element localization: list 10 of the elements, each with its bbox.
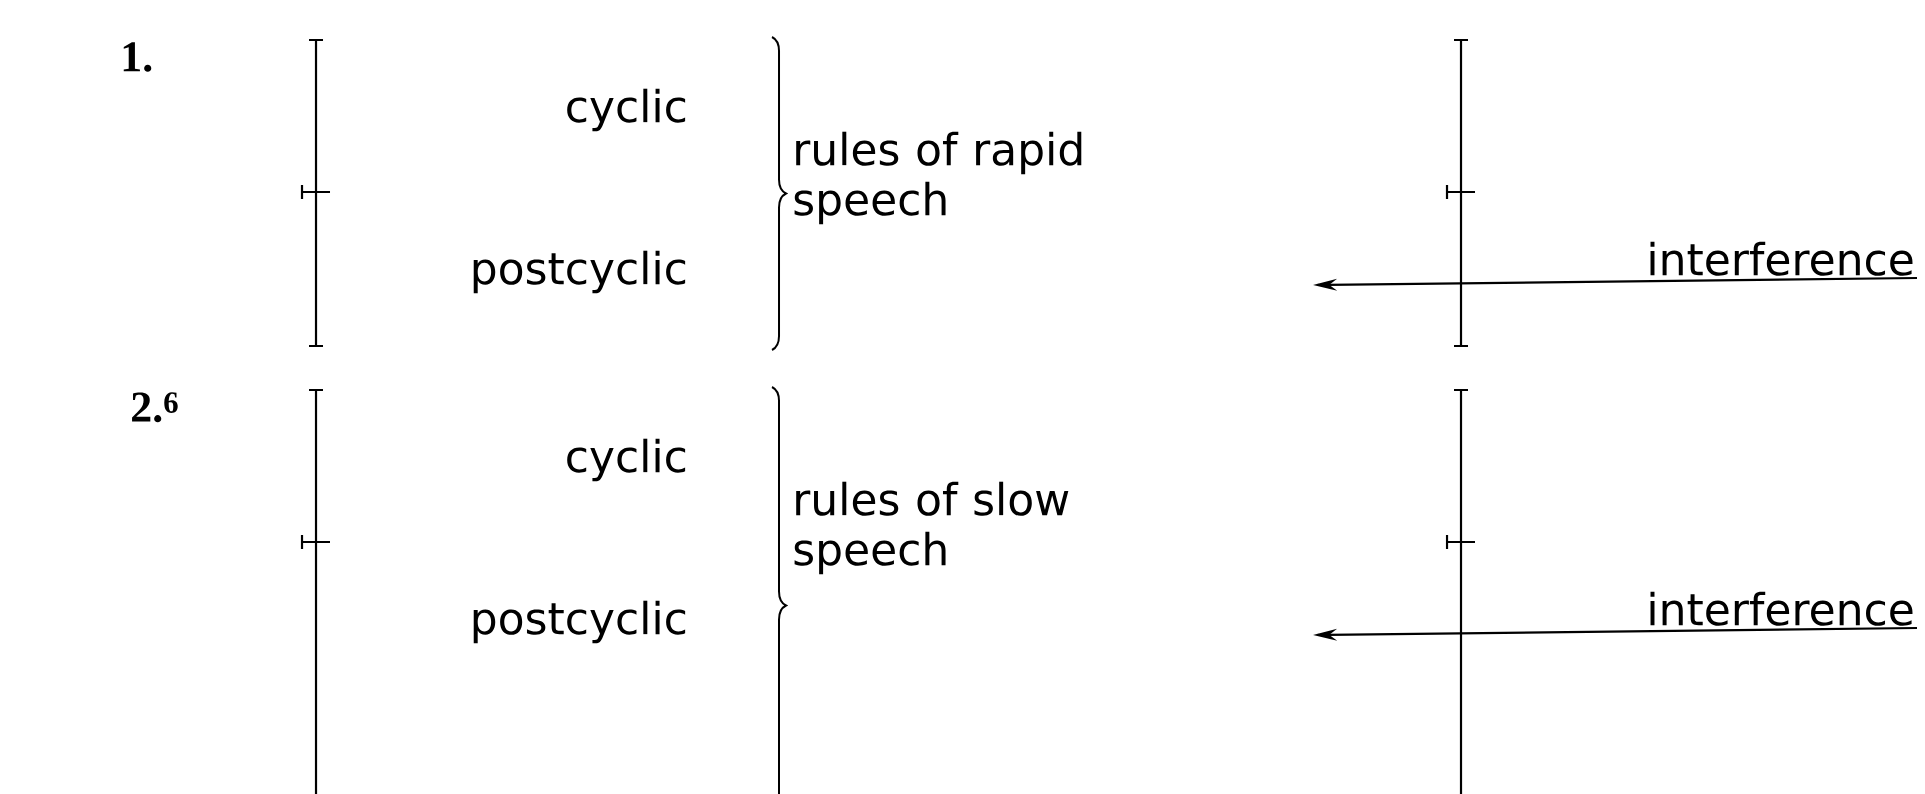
interference-label: interference [1650,241,1913,276]
rule-type-label: postcyclic [473,600,686,644]
rule-type-label: postcyclic [473,250,686,294]
item-number: 1. [123,42,152,72]
rule-type-label: cyclic [567,88,686,132]
rules-label: rules of rapid speech [794,131,1082,225]
rule-type-label: cyclic [567,438,686,482]
item-number: 2.$^{6}$ [132,392,178,423]
rules-label: rules of slow speech [794,481,1069,575]
interference-label: interference [1650,591,1913,626]
